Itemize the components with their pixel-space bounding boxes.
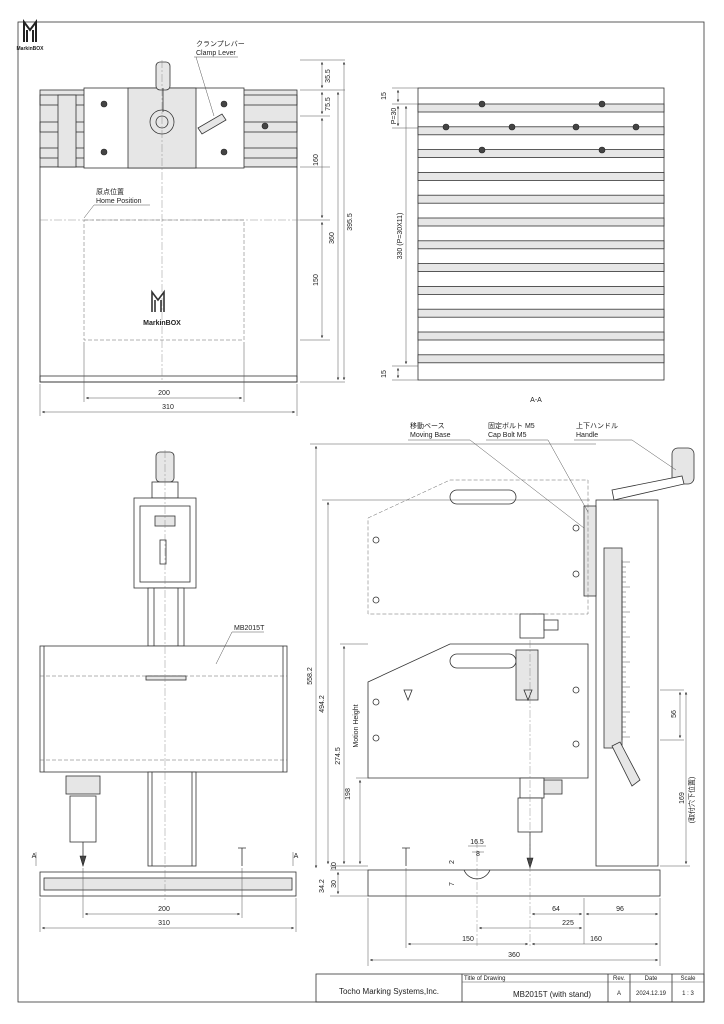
home-position-label-jp: 原点位置 xyxy=(96,187,124,196)
motion-height-label: Motion Height xyxy=(353,704,360,747)
drawing-title: MB2015T (with stand) xyxy=(513,990,591,999)
dim-56: 56 xyxy=(671,710,678,718)
section-mark-left: A xyxy=(32,853,37,860)
dim-150-side: 150 xyxy=(462,936,474,943)
cap-bolt-label-en: Cap Bolt M5 xyxy=(488,432,527,439)
dim-169: 169 xyxy=(679,792,686,804)
t-slot xyxy=(417,126,665,136)
cap-bolt-label-jp: 固定ボルト M5 xyxy=(488,421,535,430)
section-caption: A-A xyxy=(530,397,542,404)
dim-35-5: 35.5 xyxy=(325,69,332,83)
dim-16-5: 16.5 xyxy=(470,839,484,846)
dim-494-2: 494.2 xyxy=(319,695,326,713)
slot-bolt xyxy=(632,123,640,131)
slot-bolt xyxy=(478,100,486,108)
t-slot xyxy=(417,171,665,181)
t-slot xyxy=(417,285,665,295)
t-slot xyxy=(417,354,665,364)
dim-200-top: 200 xyxy=(158,390,170,397)
scale-label: Scale xyxy=(680,976,696,982)
dim-198: 198 xyxy=(345,788,352,800)
dim-200-front: 200 xyxy=(158,906,170,913)
dim-360-top: 360 xyxy=(329,232,336,244)
dim-10: 10 xyxy=(331,862,338,870)
dim-558-2: 558.2 xyxy=(307,667,314,685)
mount-hole-note: (取付穴下位置) xyxy=(687,777,696,824)
moving-base-label-jp: 移動ベース xyxy=(410,421,445,430)
slot-bolt xyxy=(572,123,580,131)
slot-bolt xyxy=(598,100,606,108)
dim-160-side: 160 xyxy=(590,936,602,943)
dim-30: 30 xyxy=(331,880,338,888)
scale-value: 1 : 3 xyxy=(682,991,694,997)
company-name: Tocho Marking Systems,Inc. xyxy=(339,987,439,996)
brand-logo-text: MarkinBOX xyxy=(17,46,45,52)
side-view: 移動ベース Moving Base 固定ボルト M5 Cap Bolt M5 上… xyxy=(307,421,696,966)
brand-logo: MarkinBOX xyxy=(17,19,45,52)
dim-8: 8 xyxy=(476,851,480,858)
dim-p30: P=30 xyxy=(391,108,398,125)
section-view: 15 P=30 330 (P=30X11) 15 A-A xyxy=(381,87,665,404)
t-slot xyxy=(417,149,665,159)
dim-64: 64 xyxy=(552,906,560,913)
t-slot xyxy=(417,308,665,318)
title-block: Tocho Marking Systems,Inc. Title of Draw… xyxy=(315,973,705,1003)
t-slot xyxy=(417,103,665,113)
moving-base-label-en: Moving Base xyxy=(410,432,451,439)
slot-bolt xyxy=(442,123,450,131)
dim-360-side: 360 xyxy=(508,952,520,959)
rev-value: A xyxy=(617,991,621,997)
date-label: Date xyxy=(645,976,658,982)
dim-274-5: 274.5 xyxy=(335,747,342,765)
t-slot xyxy=(417,331,665,341)
dim-96: 96 xyxy=(616,906,624,913)
handle-label-en: Handle xyxy=(576,432,598,439)
handle-label-jp: 上下ハンドル xyxy=(576,421,618,430)
dim-75-5: 75.5 xyxy=(325,97,332,111)
clamp-lever-label-jp: クランプレバー xyxy=(196,40,245,48)
rev-label: Rev. xyxy=(613,976,625,982)
dim-15-b: 15 xyxy=(381,370,388,378)
dim-330: 330 (P=30X11) xyxy=(397,213,404,260)
title-of-drawing-label: Title of Drawing xyxy=(464,976,505,982)
top-view: MarkinBOX クランプレバー Clamp Lever 原点位置 Home … xyxy=(39,40,354,416)
dim-15-a: 15 xyxy=(381,92,388,100)
home-position-label-en: Home Position xyxy=(96,198,142,205)
dim-2: 2 xyxy=(449,860,456,864)
t-slot xyxy=(417,217,665,227)
date-value: 2024.12.19 xyxy=(636,991,667,997)
dim-150-top: 150 xyxy=(313,274,320,286)
slot-bolt xyxy=(508,123,516,131)
dim-7: 7 xyxy=(449,882,456,886)
slot-bolt xyxy=(478,146,486,154)
clamp-lever-label-en: Clamp Lever xyxy=(196,50,236,57)
section-mark-right: A xyxy=(294,853,299,860)
dim-34-2: 34.2 xyxy=(319,879,326,893)
slot-bolt xyxy=(598,146,606,154)
t-slot xyxy=(417,194,665,204)
model-label: MB2015T xyxy=(234,625,265,632)
t-slot xyxy=(417,263,665,273)
dim-395-5: 395.5 xyxy=(347,213,354,231)
dim-310-top: 310 xyxy=(162,404,174,411)
dim-160-top: 160 xyxy=(313,154,320,166)
front-view: A A MB2015T 200 310 xyxy=(32,450,299,932)
dim-225: 225 xyxy=(562,920,574,927)
plate-logo-text: MarkinBOX xyxy=(143,320,181,327)
t-slot xyxy=(417,240,665,250)
dim-310-front: 310 xyxy=(158,920,170,927)
